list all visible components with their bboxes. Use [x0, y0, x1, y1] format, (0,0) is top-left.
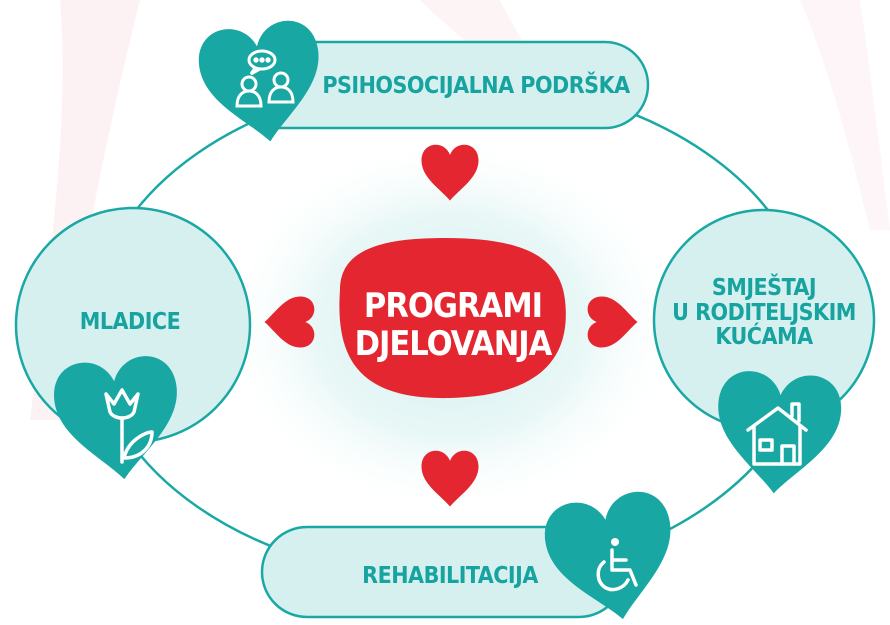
house-icon: [746, 402, 808, 466]
flower-icon: [104, 388, 154, 464]
node-label-smjestaj: SMJEŠTAJ U RODITELJSKIM KUĆAMA: [672, 274, 856, 351]
node-label-rehabilitacija: REHABILITACIJA: [362, 562, 538, 589]
center-blob: [339, 238, 566, 399]
background-swoosh: [800, 0, 890, 230]
wheelchair-icon: [596, 538, 638, 592]
node-label-mladice: MLADICE: [79, 308, 181, 335]
center-label-programi-djelovanja: PROGRAMI DJELOVANJA: [354, 285, 553, 364]
node-label-psihosocijalna-podrska: PSIHOSOCIJALNA PODRŠKA: [322, 72, 630, 99]
people-chat-icon: [235, 49, 295, 108]
people-chat-heart: [194, 16, 330, 150]
